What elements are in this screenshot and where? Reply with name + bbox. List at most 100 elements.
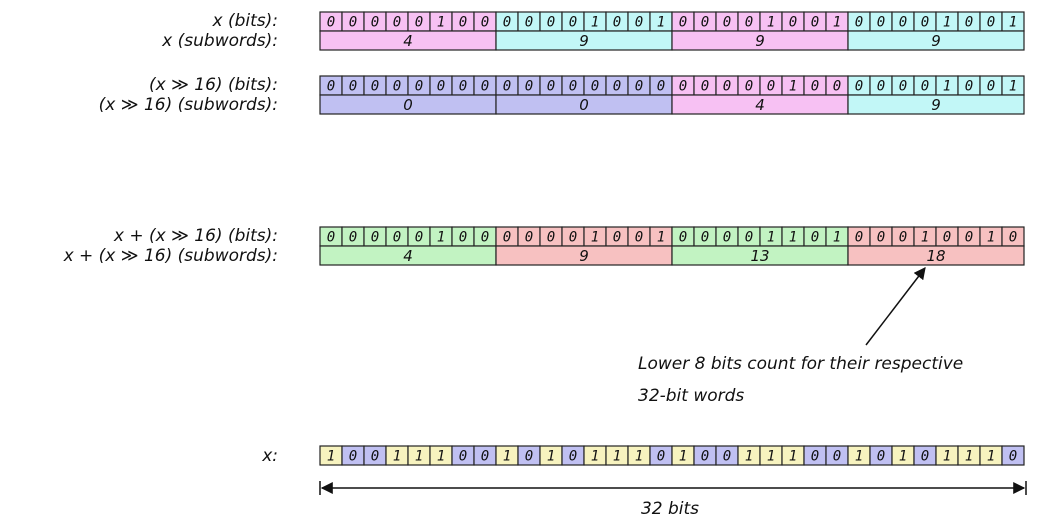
bit-value: 1: [789, 79, 797, 95]
bit-value: 0: [371, 15, 379, 31]
bit-value: 0: [327, 15, 335, 31]
x-bit-value: 0: [371, 449, 379, 465]
x-bit-value: 0: [921, 449, 929, 465]
x-bit-value: 1: [635, 449, 643, 465]
bit-value: 0: [745, 230, 753, 246]
bit-value: 1: [943, 15, 951, 31]
row-sum-bits-label: x + (x ≫ 16) (bits):: [113, 226, 278, 246]
x-bit-value: 0: [833, 449, 841, 465]
subword-value: 9: [931, 32, 941, 50]
bit-value: 1: [657, 15, 665, 31]
bit-value: 0: [965, 79, 973, 95]
x-bit-value: 0: [657, 449, 665, 465]
x-bit-value: 0: [349, 449, 357, 465]
bit-value: 0: [701, 230, 709, 246]
x-bit-value: 0: [811, 449, 819, 465]
bit-value: 0: [327, 230, 335, 246]
bit-value: 0: [393, 79, 401, 95]
bit-value: 0: [767, 79, 775, 95]
x-bit-value: 1: [591, 449, 599, 465]
x-bit-value: 0: [459, 449, 467, 465]
bit-value: 0: [459, 230, 467, 246]
subword-value: 0: [403, 96, 413, 114]
x-bit-value: 1: [987, 449, 995, 465]
bit-value: 0: [415, 15, 423, 31]
row-sum: x + (x ≫ 16) (bits): x + (x ≫ 16) (subwo…: [63, 226, 1025, 266]
bit-value: 0: [723, 79, 731, 95]
bit-value: 1: [767, 15, 775, 31]
bit-value: 0: [415, 79, 423, 95]
row-sum-subwords-label: x + (x ≫ 16) (subwords):: [63, 246, 278, 266]
x-bit-value: 1: [789, 449, 797, 465]
x-bit-value: 1: [767, 449, 775, 465]
bit-value: 1: [833, 15, 841, 31]
bit-value: 0: [877, 230, 885, 246]
x-bit-value: 1: [393, 449, 401, 465]
bit-value: 0: [943, 230, 951, 246]
bit-value: 1: [789, 230, 797, 246]
bit-value: 0: [525, 79, 533, 95]
subword-value: 4: [403, 32, 413, 50]
subword-value: 9: [579, 247, 589, 265]
row-x-subwords-label: x (subwords):: [161, 31, 278, 51]
bit-value: 0: [547, 79, 555, 95]
bit-value: 0: [679, 230, 687, 246]
bit-value: 0: [855, 15, 863, 31]
x-bit-value: 1: [415, 449, 423, 465]
bit-value: 0: [921, 79, 929, 95]
x-bit-value: 0: [481, 449, 489, 465]
bit-value: 0: [613, 230, 621, 246]
bit-value: 0: [987, 15, 995, 31]
bit-value: 1: [987, 230, 995, 246]
bit-value: 0: [547, 230, 555, 246]
bit-value: 0: [481, 230, 489, 246]
x-bit-value: 1: [899, 449, 907, 465]
bit-value: 0: [525, 230, 533, 246]
x-bit-value: 1: [679, 449, 687, 465]
bit-value: 0: [833, 79, 841, 95]
bit-value: 0: [547, 15, 555, 31]
bit-value: 0: [921, 15, 929, 31]
subword-value: 18: [926, 247, 945, 265]
bit-value: 0: [591, 79, 599, 95]
bit-value: 0: [569, 79, 577, 95]
bit-value: 0: [877, 15, 885, 31]
subword-value: 13: [750, 247, 769, 265]
bit-value: 0: [481, 15, 489, 31]
bit-value: 0: [635, 79, 643, 95]
bit-value: 0: [723, 15, 731, 31]
x-bit-value: 1: [855, 449, 863, 465]
bit-value: 1: [833, 230, 841, 246]
x-bit-cell: [1001, 445, 1025, 466]
bit-value: 0: [789, 15, 797, 31]
bit-value: 0: [459, 15, 467, 31]
subword-value: 4: [403, 247, 413, 265]
x-bit-value: 0: [701, 449, 709, 465]
bit-value: 1: [591, 230, 599, 246]
bit-value: 0: [503, 79, 511, 95]
bit-value: 0: [569, 230, 577, 246]
subword-cell: [847, 94, 1025, 115]
bit-value: 1: [767, 230, 775, 246]
bit-value: 0: [503, 230, 511, 246]
bit-value: 0: [481, 79, 489, 95]
bit-value: 1: [591, 15, 599, 31]
bit-value: 0: [371, 79, 379, 95]
x-bit-value: 1: [745, 449, 753, 465]
bit-value: 0: [415, 230, 423, 246]
x-word-label: x:: [261, 446, 278, 466]
row-x-bits-label: x (bits):: [212, 11, 279, 31]
bit-value: 0: [393, 15, 401, 31]
x-bit-value: 0: [1009, 449, 1017, 465]
bit-value: 0: [635, 230, 643, 246]
row-x-shifted-subwords-label: (x ≫ 16) (subwords):: [99, 95, 278, 115]
x-bit-value: 1: [943, 449, 951, 465]
bit-value: 0: [437, 79, 445, 95]
annotation-arrow: [865, 267, 926, 346]
width-label: 32 bits: [641, 499, 699, 519]
x-bit-value: 1: [503, 449, 511, 465]
annotation: Lower 8 bits count for their respective …: [638, 267, 963, 406]
